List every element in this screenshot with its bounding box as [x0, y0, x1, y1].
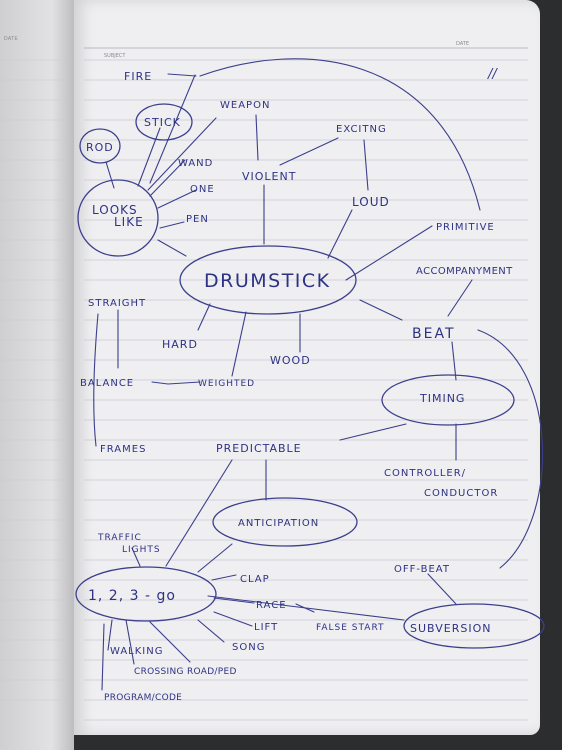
- node-wand: WAND: [178, 158, 213, 169]
- node-primitive: PRIMITIVE: [436, 222, 495, 233]
- node-drumstick: DRUMSTICK: [204, 270, 331, 292]
- node-timing: TIMING: [419, 392, 465, 405]
- node-accompanyment: ACCOMPANYMENT: [416, 266, 513, 277]
- node-straight: STRAIGHT: [88, 298, 146, 309]
- node-ellipses: [75, 103, 545, 649]
- node-off-beat: OFF-BEAT: [394, 564, 450, 575]
- looks-like-ellipse: [77, 179, 159, 257]
- node-wood: WOOD: [270, 354, 311, 367]
- drumstick-ellipse: [179, 245, 357, 315]
- node-crossing: CROSSING ROAD/PED: [134, 667, 237, 677]
- node-beat: BEAT: [412, 326, 456, 342]
- connectors: [93, 58, 544, 691]
- node-exciting: EXCITNG: [336, 124, 387, 135]
- node-one-two-three-go: 1, 2, 3 - go: [88, 588, 176, 604]
- node-rod: ROD: [86, 141, 114, 154]
- node-looks: LOOKS: [92, 203, 138, 217]
- node-traffic: TRAFFIC: [97, 533, 142, 543]
- subversion-ellipse: [403, 603, 545, 649]
- anticipation-ellipse: [212, 497, 358, 547]
- node-one: ONE: [190, 184, 215, 195]
- node-race: RACE: [256, 600, 287, 611]
- node-weapon: WEAPON: [220, 100, 270, 111]
- node-controller: CONTROLLER/: [384, 468, 466, 479]
- node-walking: WALKING: [110, 646, 164, 657]
- stick-ellipse: [135, 103, 193, 141]
- node-weighted: WEIGHTED: [198, 379, 255, 389]
- node-predictable: PREDICTABLE: [216, 442, 302, 455]
- node-stick: STICK: [144, 116, 181, 129]
- node-lights: LIGHTS: [122, 545, 161, 555]
- node-hard: HARD: [162, 338, 198, 351]
- node-clap: CLAP: [240, 574, 270, 585]
- node-labels: FIRE ROD STICK WEAPON EXCITNG WAND VIOLE…: [80, 70, 513, 703]
- node-song: SONG: [232, 642, 265, 653]
- node-like: LIKE: [114, 215, 144, 229]
- ruled-lines: [84, 47, 528, 721]
- right-notebook-page: [74, 0, 540, 735]
- node-false-start: FALSE START: [316, 623, 385, 633]
- node-conductor: CONDUCTOR: [424, 488, 498, 499]
- rod-ellipse: [79, 128, 121, 164]
- timing-ellipse: [381, 374, 515, 426]
- node-fire: FIRE: [124, 70, 152, 83]
- node-subversion: SUBVERSION: [410, 622, 491, 635]
- left-page-lines: [0, 59, 70, 701]
- date-label: DATE: [456, 41, 469, 47]
- node-pen: PEN: [186, 214, 209, 225]
- node-anticipation: ANTICIPATION: [238, 518, 319, 529]
- page-mark: //: [487, 67, 498, 82]
- node-violent: VIOLENT: [242, 170, 296, 183]
- left-notebook-page: DATE: [0, 0, 74, 750]
- one-two-three-ellipse: [75, 566, 217, 622]
- node-lift: LIFT: [254, 622, 278, 633]
- node-frames: FRAMES: [100, 444, 146, 455]
- left-date-label: DATE: [4, 36, 19, 42]
- node-balance: BALANCE: [80, 378, 134, 389]
- node-program: PROGRAM/CODE: [104, 693, 182, 703]
- subject-label: SUBJECT: [104, 53, 126, 59]
- node-loud: LOUD: [352, 195, 390, 209]
